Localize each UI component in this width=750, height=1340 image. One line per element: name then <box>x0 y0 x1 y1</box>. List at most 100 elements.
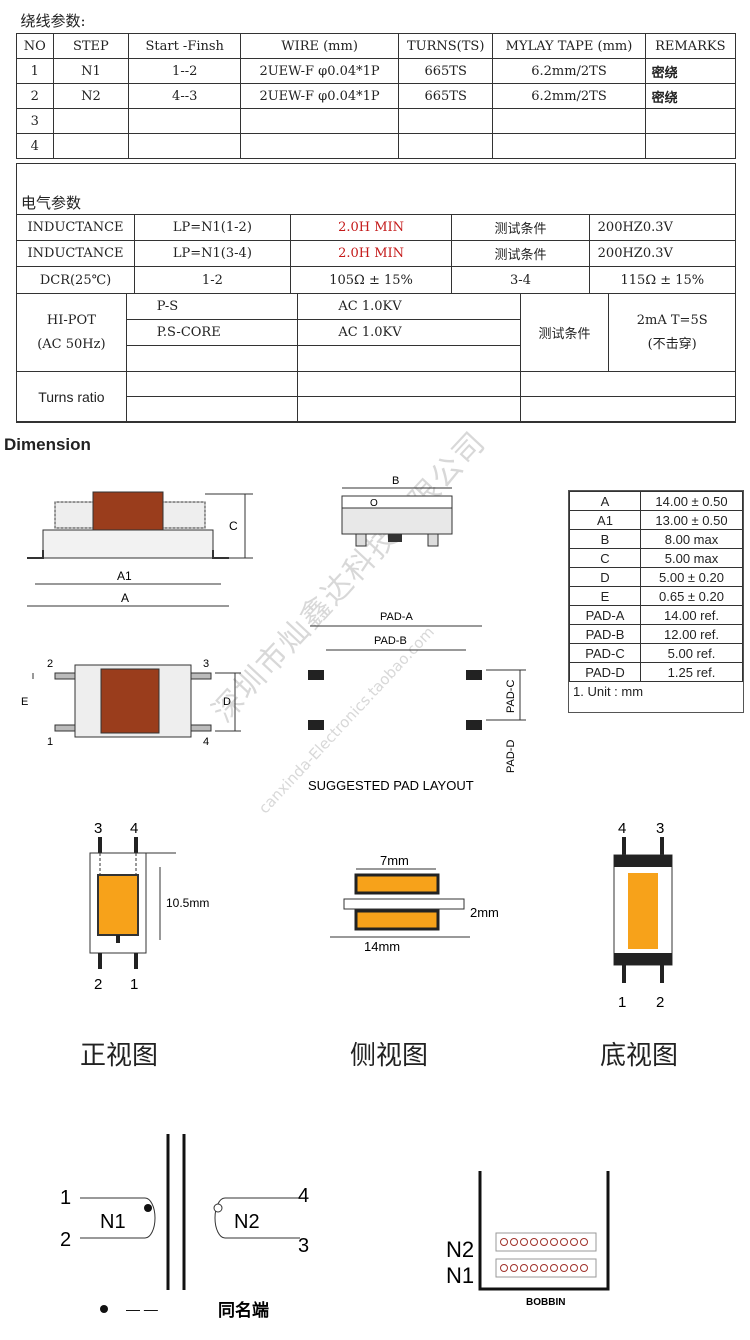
bobbin-n1-label: N1 <box>446 1263 474 1288</box>
bobbin-label: BOBBIN <box>526 1297 565 1308</box>
winding-table: 绕线参数: NO STEP Start -Finsh WIRE (mm) TUR… <box>16 8 737 159</box>
nub <box>116 935 120 943</box>
cell: D <box>569 567 641 587</box>
cell: 14.00 ref. <box>640 605 743 625</box>
side-dim-top: 7mm <box>380 853 409 868</box>
cell <box>644 133 737 159</box>
bobbin-n2-label: N2 <box>446 1237 474 1262</box>
pin-label-1: 1 <box>47 736 53 748</box>
cell <box>52 133 130 159</box>
cell <box>240 133 399 159</box>
cell <box>397 108 494 134</box>
cell <box>125 396 299 422</box>
cell: B <box>569 529 641 549</box>
cell: 13.00 ± 0.50 <box>640 510 743 530</box>
winding-n1 <box>80 1197 156 1239</box>
pin <box>622 965 626 983</box>
cell: PAD-B <box>569 624 641 644</box>
cell <box>519 396 737 422</box>
cell: 5.00 max <box>640 548 743 568</box>
table-row: 1 N1 1--2 2UEW-F φ0.04*1P 665TS 6.2mm/2T… <box>16 58 737 84</box>
cell: 12.00 ref. <box>640 624 743 644</box>
wire-turn <box>510 1238 518 1246</box>
side-dim-right: 2mm <box>470 905 499 920</box>
cell: 密绕 <box>644 58 737 84</box>
cell: P.S-CORE <box>125 319 299 346</box>
cell: 6.2mm/2TS <box>492 83 646 109</box>
label-pad-b: PAD-B <box>374 635 407 647</box>
label-o: O <box>370 498 378 509</box>
cell: PAD-D <box>569 662 641 682</box>
cell: P-S <box>125 293 299 320</box>
header-mylay-tape: MYLAY TAPE (mm) <box>492 33 646 59</box>
core <box>100 668 160 734</box>
cell <box>297 371 521 397</box>
pin-2: 2 <box>60 1229 71 1251</box>
header-remarks: REMARKS <box>644 33 737 59</box>
pin <box>660 965 664 983</box>
wire-turn <box>500 1238 508 1246</box>
wire-turn <box>550 1238 558 1246</box>
cell: 8.00 max <box>640 529 743 549</box>
wire-turn <box>500 1264 508 1272</box>
pin-pad <box>190 672 212 680</box>
side-core-top <box>354 873 440 895</box>
cell: 115Ω ± 15% <box>588 266 737 294</box>
cell: LP=N1(3-4) <box>134 240 291 267</box>
electrical-table: INDUCTANCE LP=N1(1-2) 2.0H MIN 测试条件 200H… <box>15 214 737 294</box>
label-c: C <box>229 519 238 533</box>
wire-turn <box>520 1238 528 1246</box>
winding-layer-n2 <box>495 1232 597 1252</box>
wire-turn <box>520 1264 528 1272</box>
label-e: E <box>21 696 28 708</box>
cell <box>492 133 646 159</box>
bottom-band <box>614 855 672 867</box>
header-wire: WIRE (mm) <box>240 33 399 59</box>
front-view-label: 正视图 <box>80 1041 159 1071</box>
cell: 3 <box>16 108 54 134</box>
pad-layout-caption: SUGGESTED PAD LAYOUT <box>308 778 474 793</box>
cell: 2 <box>16 83 54 109</box>
nub <box>388 534 402 542</box>
pin <box>355 533 367 547</box>
pin-label-2: 2 <box>47 658 53 670</box>
pin-pad <box>54 672 76 680</box>
cell <box>125 345 299 372</box>
cell: 1--2 <box>128 58 242 84</box>
pin-1: 1 <box>60 1187 71 1209</box>
cell: PAD-A <box>569 605 641 625</box>
label-a: A <box>121 591 129 605</box>
cell <box>52 108 130 134</box>
legend-dot <box>100 1305 108 1313</box>
cell: N1 <box>52 58 130 84</box>
hipot-label: HI-POT (AC 50Hz) <box>16 293 127 372</box>
hipot-table: HI-POT (AC 50Hz) P-S AC 1.0KV 测试条件 2mA T… <box>16 293 737 422</box>
cell: 密绕 <box>644 83 737 109</box>
wire-turn <box>570 1264 578 1272</box>
base <box>42 529 214 559</box>
wire-turn <box>540 1264 548 1272</box>
pin-label-4: 4 <box>130 820 138 837</box>
cell: N2 <box>52 83 130 109</box>
side-view-label: 侧视图 <box>350 1041 429 1071</box>
wire-turns <box>500 1238 588 1272</box>
label-a1: A1 <box>117 569 132 583</box>
side-profile-drawing: C A1 A <box>27 491 253 607</box>
cell: 6.2mm/2TS <box>492 58 646 84</box>
cell <box>240 108 399 134</box>
pin-label-3: 3 <box>656 820 664 837</box>
pad-layout-drawing: PAD-A PAD-B PAD-C PAD-D SUGGESTED PAD LA… <box>308 611 526 793</box>
bobbin-outline <box>478 1171 610 1291</box>
pin <box>134 837 138 853</box>
cell <box>128 108 242 134</box>
transformer-schematic: 1 2 N1 4 3 N2 — — 同名端 <box>60 1134 309 1320</box>
pin <box>98 837 102 853</box>
core <box>628 873 658 949</box>
winding-header-row: NO STEP Start -Finsh WIRE (mm) TURNS(TS)… <box>16 33 737 59</box>
